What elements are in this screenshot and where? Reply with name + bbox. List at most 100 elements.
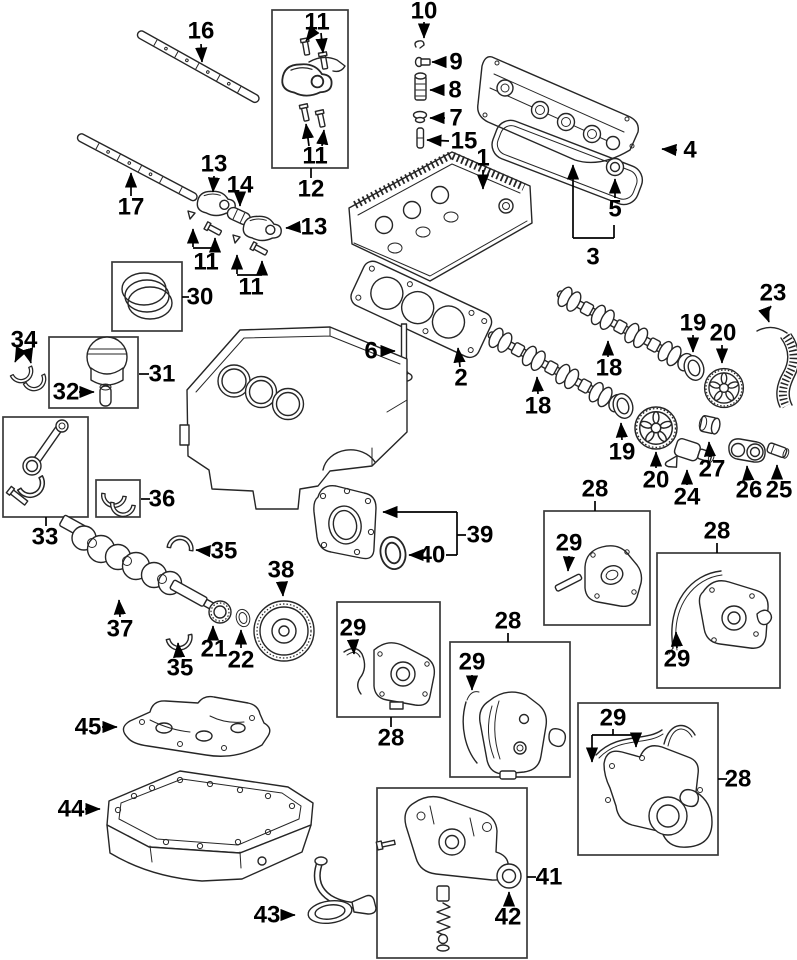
callout-18-front[interactable]: 18	[525, 393, 552, 420]
callout-36[interactable]: 36	[149, 486, 176, 513]
callout-16[interactable]: 16	[188, 18, 215, 45]
callout-35-lower[interactable]: 35	[167, 655, 194, 682]
callout-7[interactable]: 7	[449, 105, 462, 132]
callout-11-box-top[interactable]: 11	[304, 9, 329, 36]
leader-lines	[14, 22, 784, 922]
leader-29-right	[670, 631, 684, 649]
callout-6[interactable]: 6	[364, 338, 377, 365]
pilot-bearing-21	[208, 600, 232, 624]
callout-32[interactable]: 32	[53, 379, 80, 406]
callout-45[interactable]: 45	[75, 714, 102, 741]
bushing-27	[698, 415, 721, 435]
oil-strainer-43	[307, 856, 377, 925]
callout-39[interactable]: 39	[467, 522, 494, 549]
callout-28-front[interactable]: 28	[725, 766, 752, 793]
valve-bolt-9	[414, 56, 431, 68]
callout-41[interactable]: 41	[536, 864, 563, 891]
callout-40[interactable]: 40	[419, 542, 446, 569]
timing-belt-23	[756, 326, 797, 408]
callout-21[interactable]: 21	[201, 636, 228, 663]
leader-15	[426, 134, 450, 147]
leader-11a-1	[305, 25, 320, 42]
callout-37[interactable]: 37	[107, 616, 134, 643]
callout-43[interactable]: 43	[254, 902, 281, 929]
rocker-bolt-left	[203, 221, 224, 238]
callout-17[interactable]: 17	[118, 194, 145, 221]
callout-29-front[interactable]: 29	[600, 705, 627, 732]
callout-labels: 16 10 11 9 8 7 15 17 13 14 11 12 13 1 4 …	[11, 0, 793, 931]
piston-rings-30	[121, 272, 173, 320]
callout-19-upper[interactable]: 19	[680, 310, 707, 337]
rocker-assembly-12	[280, 37, 346, 129]
callout-4[interactable]: 4	[683, 137, 697, 164]
bracket-3	[573, 225, 615, 239]
callout-20-lower[interactable]: 20	[643, 467, 670, 494]
callout-24[interactable]: 24	[674, 484, 701, 511]
callout-3[interactable]: 3	[586, 244, 599, 271]
group-box-12	[271, 9, 349, 169]
callout-31[interactable]: 31	[149, 361, 176, 388]
callout-15[interactable]: 15	[451, 128, 478, 155]
callout-35-upper[interactable]: 35	[211, 538, 238, 565]
callout-28-middle[interactable]: 28	[495, 608, 522, 635]
group-box-41-oil-pump	[376, 787, 528, 959]
bracket-29-front	[592, 729, 636, 736]
callout-13-left[interactable]: 13	[201, 151, 228, 178]
valve-keeper-right	[232, 234, 241, 244]
callout-38[interactable]: 38	[268, 557, 295, 584]
leader-13-right	[285, 220, 301, 234]
timing-cover-left-28	[373, 642, 436, 710]
thrust-washer-35-upper	[166, 533, 196, 552]
leader-23	[758, 305, 772, 323]
callout-1[interactable]: 1	[476, 145, 489, 172]
callout-28-left[interactable]: 28	[378, 725, 405, 752]
callout-42[interactable]: 42	[495, 904, 522, 931]
valve-clip-10	[414, 40, 425, 49]
callout-33[interactable]: 33	[32, 524, 59, 551]
callout-22[interactable]: 22	[228, 647, 255, 674]
piston-pin-32	[99, 385, 112, 407]
callout-30[interactable]: 30	[187, 284, 214, 311]
callout-29-left[interactable]: 29	[340, 615, 367, 642]
callout-8[interactable]: 8	[448, 77, 461, 104]
callout-9[interactable]: 9	[449, 49, 462, 76]
main-bearings-36	[99, 492, 136, 519]
group-box-30	[111, 261, 183, 332]
leader-35-upper	[195, 545, 211, 558]
callout-29-rear-upper[interactable]: 29	[556, 530, 583, 557]
callout-20-upper[interactable]: 20	[710, 320, 737, 347]
callout-2[interactable]: 2	[454, 365, 467, 392]
callout-44[interactable]: 44	[58, 796, 85, 823]
callout-29-middle[interactable]: 29	[459, 649, 486, 676]
crankshaft-37	[59, 514, 215, 611]
dowel-15	[416, 127, 425, 149]
leader-11b-1	[301, 123, 315, 147]
callout-23[interactable]: 23	[760, 280, 787, 307]
rocker-shaft-lower-17	[76, 133, 198, 202]
callout-34[interactable]: 34	[11, 327, 38, 354]
callout-27[interactable]: 27	[699, 456, 726, 483]
callout-11-box-bottom[interactable]: 11	[302, 143, 327, 170]
leader-38	[275, 581, 289, 597]
callout-28-right[interactable]: 28	[704, 518, 731, 545]
camshaft-18-rear	[552, 283, 698, 376]
callout-5[interactable]: 5	[608, 196, 621, 223]
callout-11-cluster-left[interactable]: 11	[193, 249, 218, 276]
callout-14[interactable]: 14	[227, 172, 254, 199]
leader-19-lower	[615, 422, 628, 441]
callout-12[interactable]: 12	[298, 176, 325, 203]
callout-18-rear[interactable]: 18	[596, 355, 623, 382]
bearing-shells-34	[9, 365, 51, 396]
leader-35-lower	[173, 642, 186, 658]
callout-29-right[interactable]: 29	[664, 646, 691, 673]
callout-19-lower[interactable]: 19	[609, 439, 636, 466]
spark-tube-seal-5	[605, 157, 625, 177]
callout-11-cluster-right[interactable]: 11	[238, 274, 263, 301]
callout-25[interactable]: 25	[766, 477, 793, 504]
callout-13-right[interactable]: 13	[301, 214, 328, 241]
callout-28-rear-upper[interactable]: 28	[582, 476, 609, 503]
callout-26[interactable]: 26	[736, 477, 763, 504]
pump-seal-42	[496, 863, 522, 889]
callout-10[interactable]: 10	[411, 0, 438, 25]
